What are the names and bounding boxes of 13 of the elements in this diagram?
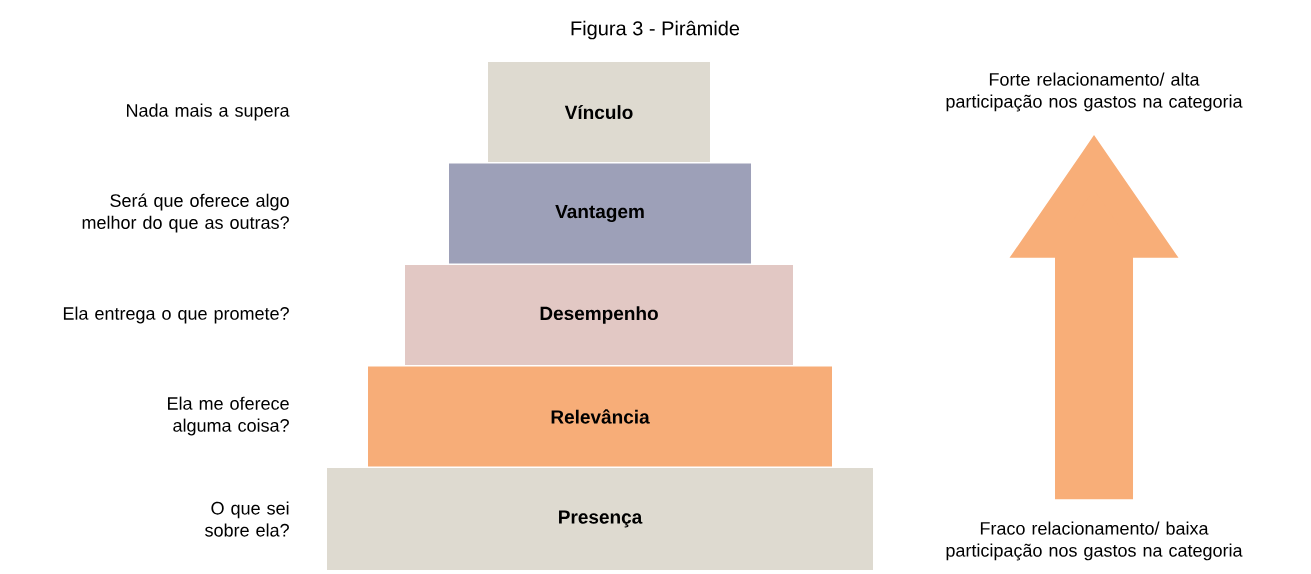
question-label: Ela me oferece alguma coisa? (168, 396, 289, 436)
pyramid-level: Presença (327, 468, 873, 570)
question-label: Será que oferece algo melhor do que as outras? (82, 193, 289, 233)
question-label: Ela entrega o que promete? (63, 306, 289, 324)
pyramid-level: Desempenho (405, 265, 793, 365)
figure-title: Figura 3 - Pirâmide (571, 20, 740, 40)
question-label: Nada mais a supera (127, 103, 290, 121)
pyramid-level: Relevância (368, 366, 832, 467)
annotation-text: Fraco relacionamento/ baixa participação nos gastos na categoria (946, 521, 1243, 561)
pyramid-level: Vínculo (488, 62, 710, 162)
pyramid-level: Vantagem (449, 163, 751, 264)
annotation-text: Forte relacionamento/ alta participação nos gastos na categoria (946, 72, 1243, 112)
question-label: O que sei sobre ela? (205, 501, 289, 537)
